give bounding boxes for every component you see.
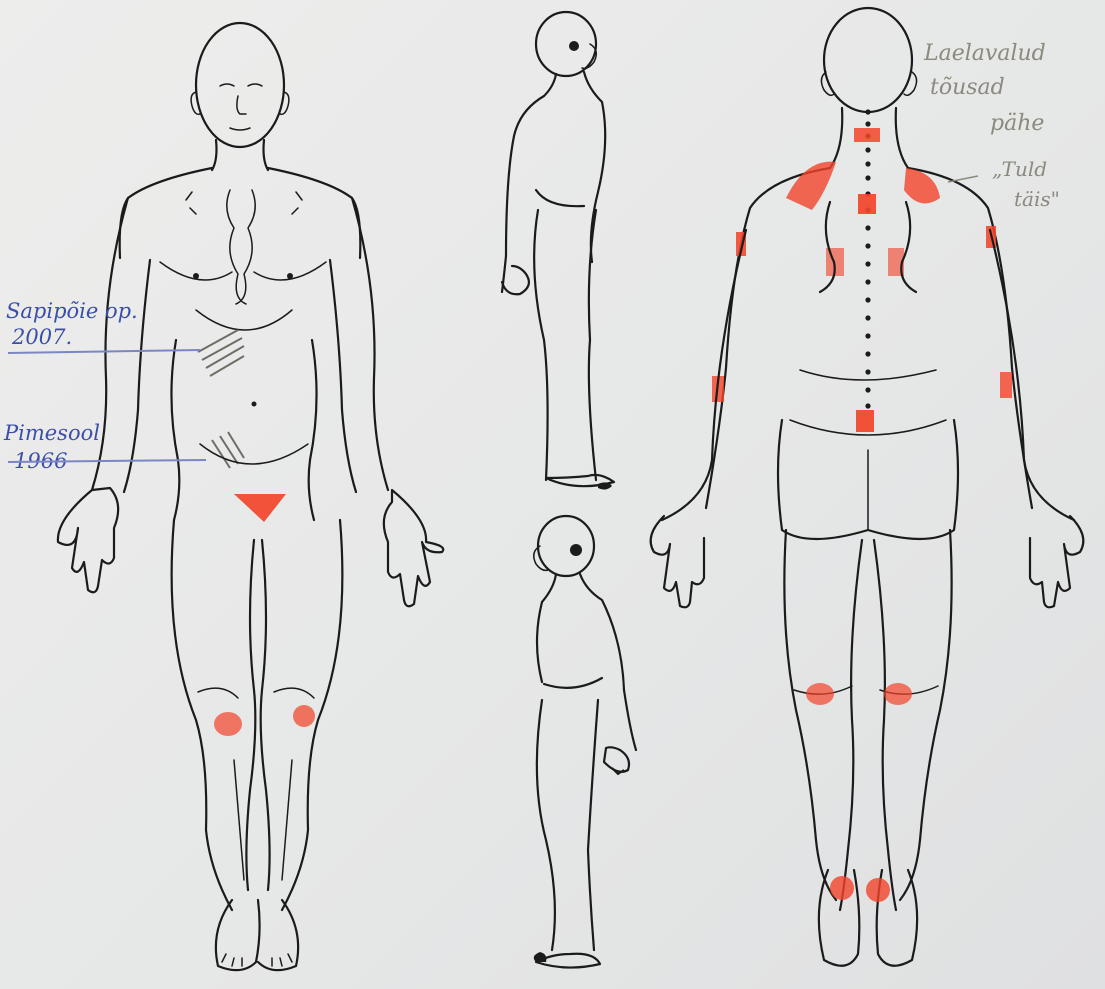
svg-text:2007.: 2007. xyxy=(11,325,72,349)
pain-marker-neck xyxy=(854,128,880,142)
pain-marker-pubic xyxy=(234,494,286,522)
svg-text:tõusad: tõusad xyxy=(930,75,1005,100)
pain-marker-left-heel xyxy=(830,876,854,900)
svg-text:„Tuld: „Tuld xyxy=(992,157,1047,181)
annotation-right-lower: „Tuld täis" xyxy=(948,157,1060,211)
annotation-right-upper: Laelavalud tõusad pähe xyxy=(923,41,1046,136)
svg-text:Pimesool: Pimesool xyxy=(3,421,100,445)
pain-marker-left-back-knee xyxy=(806,683,834,705)
pain-marker-left-knee xyxy=(293,705,315,727)
pain-marker-right-elbow xyxy=(1000,372,1012,398)
pain-marker-right-heel xyxy=(866,878,890,902)
pain-marker-left-trapezius xyxy=(786,162,836,210)
svg-text:Sapipõie op.: Sapipõie op. xyxy=(6,299,138,323)
svg-text:Laelavalud: Laelavalud xyxy=(923,41,1046,66)
pain-marker-upper-spine xyxy=(858,194,876,214)
svg-text:täis": täis" xyxy=(1014,187,1060,211)
svg-text:pähe: pähe xyxy=(990,111,1044,136)
body-side-figure xyxy=(502,12,614,490)
body-side-figure xyxy=(534,516,636,968)
pain-marker-right-back-knee xyxy=(884,683,912,705)
body-front-figure xyxy=(58,23,443,970)
body-back-figure xyxy=(651,8,1084,966)
annotation-left-upper: Sapipõie op. 2007. xyxy=(6,299,200,353)
spine-dots xyxy=(865,109,870,408)
pain-marker-lower-spine xyxy=(856,410,874,432)
pain-marker-right-knee xyxy=(214,712,242,736)
